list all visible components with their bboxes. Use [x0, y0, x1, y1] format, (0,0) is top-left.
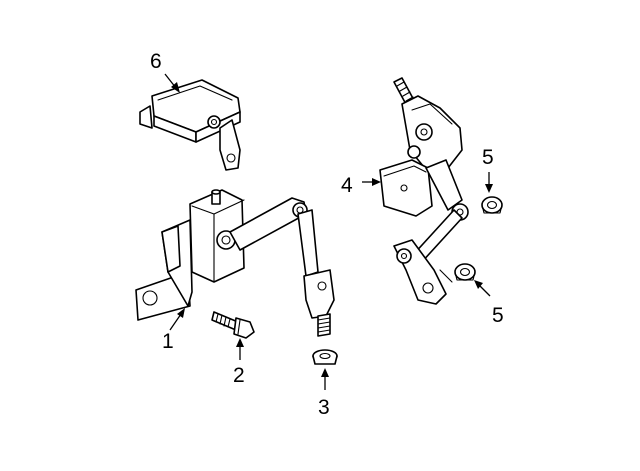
- part-2-bolt[interactable]: [211, 311, 255, 339]
- part-5-nut-lower[interactable]: [454, 263, 476, 281]
- part-5-nut-upper[interactable]: [481, 196, 503, 214]
- part-4-sensor-assembly[interactable]: [379, 77, 469, 305]
- callout-1: 1: [162, 330, 174, 353]
- arrow-4: [362, 178, 381, 186]
- part-1-height-sensor[interactable]: [135, 189, 335, 337]
- callout-6: 6: [150, 50, 162, 73]
- arrow-6: [164, 73, 180, 93]
- arrow-5-lower: [474, 280, 491, 297]
- callout-5-upper: 5: [482, 146, 494, 169]
- callout-4: 4: [341, 174, 353, 197]
- arrow-2: [236, 338, 244, 360]
- arrow-5-upper: [485, 172, 493, 193]
- callout-3: 3: [318, 396, 330, 419]
- callout-2: 2: [233, 364, 245, 387]
- part-6-control-module[interactable]: [139, 79, 241, 171]
- arrow-3: [321, 368, 329, 390]
- callout-5-lower: 5: [492, 304, 504, 327]
- part-3-grommet[interactable]: [312, 349, 338, 365]
- arrow-1: [169, 308, 185, 331]
